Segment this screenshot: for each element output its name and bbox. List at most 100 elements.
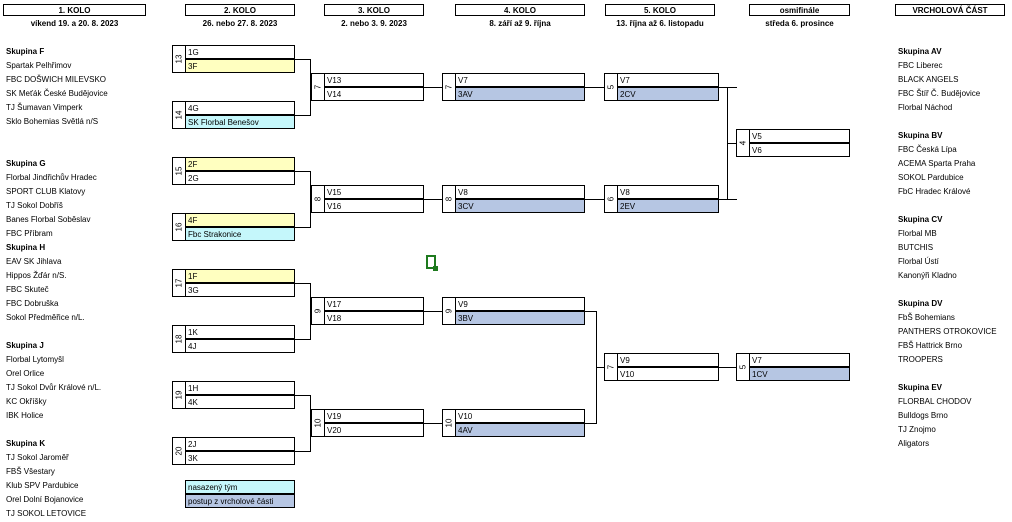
team-name: TJ Znojmo <box>898 425 936 434</box>
header-round4-date: 8. září až 9. října <box>489 19 551 28</box>
match-slot: 4F <box>185 213 295 227</box>
team-name: TJ Sokol Jaroměř <box>6 453 69 462</box>
match-number: 5 <box>604 73 617 101</box>
group-title: Skupina CV <box>898 215 943 224</box>
bracket-line <box>424 311 442 312</box>
match-number-label: 7 <box>313 84 323 90</box>
match-number: 6 <box>604 185 617 213</box>
group-title: Skupina H <box>6 243 46 252</box>
match-slot: V20 <box>324 423 424 437</box>
header-round1-date: víkend 19. a 20. 8. 2023 <box>30 19 119 28</box>
team-name: TJ Sokol Dobříš <box>6 201 63 210</box>
team-name: KC Okříšky <box>6 397 47 406</box>
match-slot: 1F <box>185 269 295 283</box>
match-number-label: 10 <box>313 418 323 428</box>
team-name: Orel Dolní Bojanovice <box>6 495 84 504</box>
match-slot: 3G <box>185 283 295 297</box>
team-name: BLACK ANGELS <box>898 75 959 84</box>
team-name: FbŠ Bohemians <box>898 313 955 322</box>
match-number: 14 <box>172 101 185 129</box>
team-name: PANTHERS OTROKOVICE <box>898 327 997 336</box>
bracket-line <box>719 87 737 88</box>
match-number: 5 <box>736 353 749 381</box>
match-slot: 2F <box>185 157 295 171</box>
bracket-line <box>295 227 310 228</box>
team-name: Aligators <box>898 439 930 448</box>
match-slot: 2J <box>185 437 295 451</box>
legend-top-part: postup z vrcholové části <box>185 494 295 508</box>
team-name: FBC Skuteč <box>6 285 49 294</box>
match-number: 20 <box>172 437 185 465</box>
team-name: FBC DOŠWICH MILEVSKO <box>6 75 107 84</box>
match-number: 13 <box>172 45 185 73</box>
team-name: FBC Dobruška <box>6 299 59 308</box>
group-title: Skupina BV <box>898 131 943 140</box>
group-title: Skupina G <box>6 159 46 168</box>
match-slot: Fbc Strakonice <box>185 227 295 241</box>
bracket-line <box>424 199 442 200</box>
bracket-line <box>596 367 604 368</box>
match-slot: V9 <box>455 297 585 311</box>
bracket-line <box>295 171 310 172</box>
match-number-label: 13 <box>174 54 184 64</box>
match-number: 10 <box>442 409 455 437</box>
bracket-line <box>295 339 310 340</box>
header-round3: 3. KOLO <box>324 4 424 16</box>
match-number-label: 5 <box>606 84 616 90</box>
match-slot: V6 <box>749 143 850 157</box>
match-number-label: 19 <box>174 390 184 400</box>
team-name: Sokol Předměřice n/L. <box>6 313 85 322</box>
team-name: EAV SK Jihlava <box>6 257 62 266</box>
bracket-line <box>295 115 310 116</box>
match-slot: 3AV <box>455 87 585 101</box>
match-slot: V16 <box>324 199 424 213</box>
match-number-label: 15 <box>174 166 184 176</box>
match-number-label: 9 <box>444 308 454 314</box>
bracket-line <box>719 199 737 200</box>
match-slot: V10 <box>617 367 719 381</box>
match-slot: 1H <box>185 381 295 395</box>
bracket-line <box>310 59 311 116</box>
match-number: 18 <box>172 325 185 353</box>
bracket-line <box>295 451 310 452</box>
match-number: 10 <box>311 409 324 437</box>
match-slot: V9 <box>617 353 719 367</box>
team-name: TJ Šumavan Vimperk <box>6 103 83 112</box>
cell-cursor[interactable] <box>426 255 438 271</box>
match-slot: 3CV <box>455 199 585 213</box>
team-name: Kanonýři Kladno <box>898 271 957 280</box>
header-round4: 4. KOLO <box>455 4 585 16</box>
match-number: 8 <box>442 185 455 213</box>
group-title: Skupina DV <box>898 299 943 308</box>
match-number: 16 <box>172 213 185 241</box>
bracket-line <box>585 311 597 312</box>
match-slot: 2CV <box>617 87 719 101</box>
match-number: 8 <box>311 185 324 213</box>
group-title: Skupina AV <box>898 47 942 56</box>
team-name: TJ Sokol Dvůr Králové n/L. <box>6 383 102 392</box>
match-slot: V18 <box>324 311 424 325</box>
match-number-label: 16 <box>174 222 184 232</box>
match-number-label: 9 <box>313 308 323 314</box>
match-slot: V13 <box>324 73 424 87</box>
match-number-label: 8 <box>313 196 323 202</box>
match-slot: V8 <box>617 185 719 199</box>
header-round2: 2. KOLO <box>185 4 295 16</box>
team-name: FBŠ Hattrick Brno <box>898 341 963 350</box>
bracket-line <box>295 59 310 60</box>
header-round2-date: 26. nebo 27. 8. 2023 <box>202 19 278 28</box>
match-slot: SK Florbal Benešov <box>185 115 295 129</box>
bracket-line <box>424 87 442 88</box>
header-round16-date: středa 6. prosince <box>765 19 834 28</box>
team-name: Banes Florbal Soběslav <box>6 215 91 224</box>
team-name: Sklo Bohemias Světlá n/S <box>6 117 99 126</box>
group-title: Skupina EV <box>898 383 943 392</box>
team-name: TJ SOKOL LETOVICE <box>6 509 87 518</box>
bracket-line <box>424 423 442 424</box>
team-name: FLORBAL CHODOV <box>898 397 972 406</box>
match-slot: 3BV <box>455 311 585 325</box>
match-slot: 1G <box>185 45 295 59</box>
match-number-label: 6 <box>606 196 616 202</box>
header-top-part: VRCHOLOVÁ ČÁST <box>895 4 1005 16</box>
match-number-label: 20 <box>174 446 184 456</box>
